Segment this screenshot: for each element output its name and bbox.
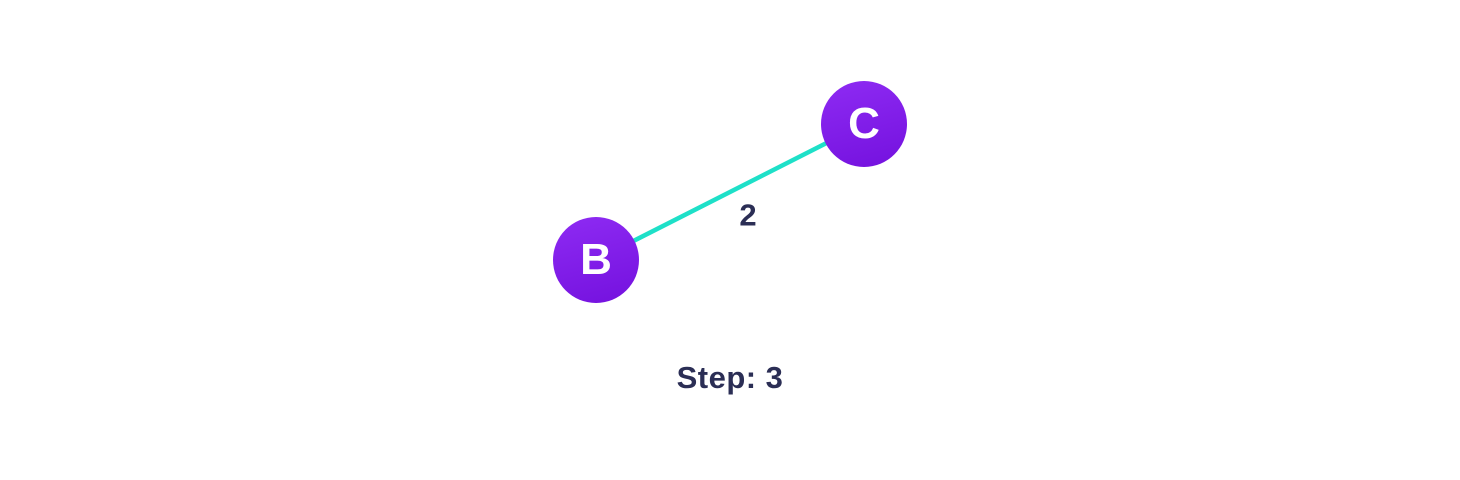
step-value: 3 (765, 360, 784, 395)
edge-line-B-C (593, 121, 867, 263)
edge-weight-label-B-C: 2 (739, 197, 757, 233)
node-label: B (580, 235, 612, 284)
graph-node-C[interactable]: C (821, 81, 907, 167)
step-indicator: Step:3 (0, 360, 1460, 396)
node-label: C (848, 99, 880, 148)
step-label: Step: (676, 360, 757, 395)
graph-node-B[interactable]: B (553, 217, 639, 303)
